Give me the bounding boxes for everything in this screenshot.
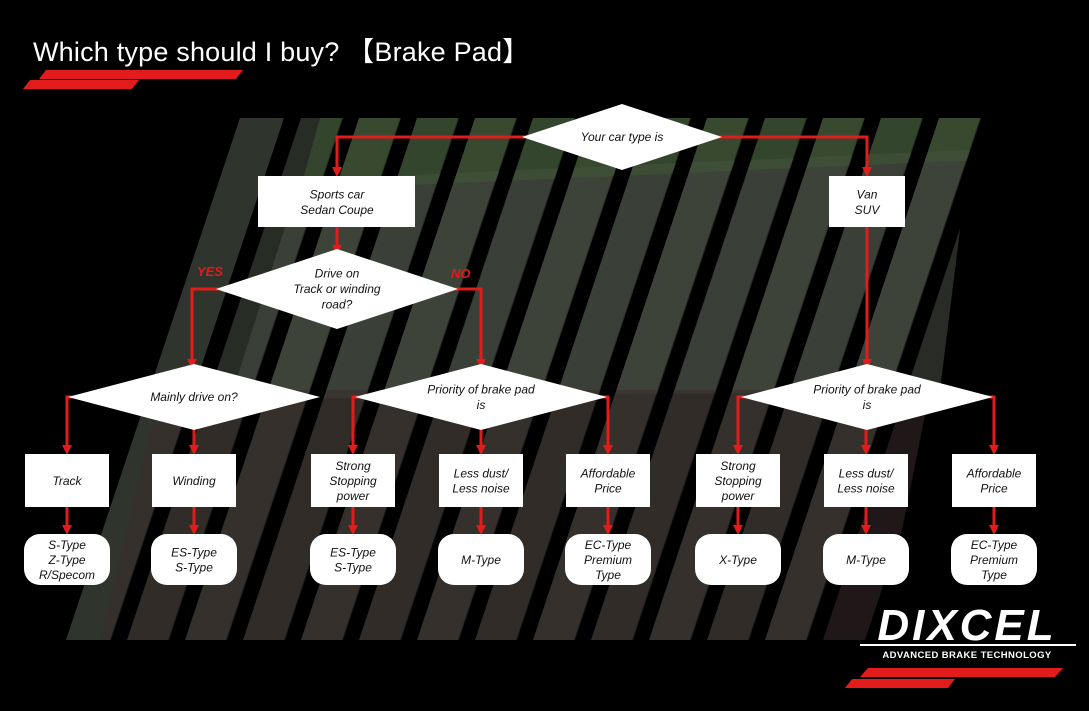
photo-divider — [459, 118, 649, 640]
option-box-0 — [25, 454, 109, 507]
decision-priority-right — [741, 364, 993, 430]
result-label-5: X-Type — [718, 553, 757, 567]
photo-divider — [517, 118, 707, 640]
arrow-to-sports — [332, 135, 527, 177]
decision-mainly-drive — [68, 364, 320, 430]
option-box-7 — [952, 454, 1036, 507]
photo-divider — [865, 118, 1055, 640]
option-label-6: Less dust/Less noise — [837, 467, 895, 496]
result-pill-2 — [310, 534, 396, 585]
logo-accent-bottom — [845, 679, 955, 688]
arrow-to-van — [716, 135, 872, 177]
box-sports-car — [258, 176, 415, 227]
photo-divider — [285, 118, 475, 640]
option-box-3 — [439, 454, 523, 507]
decision-mainly-drive-label: Mainly drive on? — [150, 390, 238, 404]
logo-wordmark: DIXCEL — [877, 601, 1056, 650]
logo-tagline: ADVANCED BRAKE TECHNOLOGY — [882, 650, 1051, 661]
option-box-6 — [824, 454, 908, 507]
title-accent-bottom — [23, 80, 139, 89]
photo-divider — [575, 118, 765, 640]
race-photo-background — [0, 118, 1089, 711]
decision-track-or-winding — [216, 249, 458, 329]
result-pill-4 — [565, 534, 651, 585]
result-label-3: M-Type — [461, 553, 501, 567]
result-pill-7 — [951, 534, 1037, 585]
decision-car-type-label: Your car type is — [581, 130, 664, 144]
option-box-4 — [566, 454, 650, 507]
decision-car-type — [522, 104, 722, 170]
result-label-6: M-Type — [846, 553, 886, 567]
photo-divider — [169, 118, 359, 640]
option-label-3: Less dust/Less noise — [452, 467, 510, 496]
photo-divider — [227, 118, 417, 640]
result-pill-1 — [151, 534, 237, 585]
box-van-suv — [829, 176, 905, 227]
decision-priority-left — [355, 364, 607, 430]
yes-label: YES — [197, 264, 223, 279]
result-pill-0 — [24, 534, 110, 585]
option-label-0: Track — [52, 474, 82, 488]
photo-divider — [633, 118, 823, 640]
option-box-5 — [696, 454, 780, 507]
result-pill-6 — [823, 534, 909, 585]
option-box-2 — [311, 454, 395, 507]
title-accent-top — [39, 70, 243, 79]
option-label-1: Winding — [172, 474, 216, 488]
option-box-1 — [152, 454, 236, 507]
arrow-yes — [187, 287, 226, 369]
result-pill-5 — [695, 534, 781, 585]
result-pill-3 — [438, 534, 524, 585]
no-label: NO — [451, 266, 471, 281]
page-title: Which type should I buy? 【Brake Pad】 — [33, 37, 530, 67]
logo-accent-top — [860, 668, 1063, 677]
arrow-no — [455, 287, 486, 369]
